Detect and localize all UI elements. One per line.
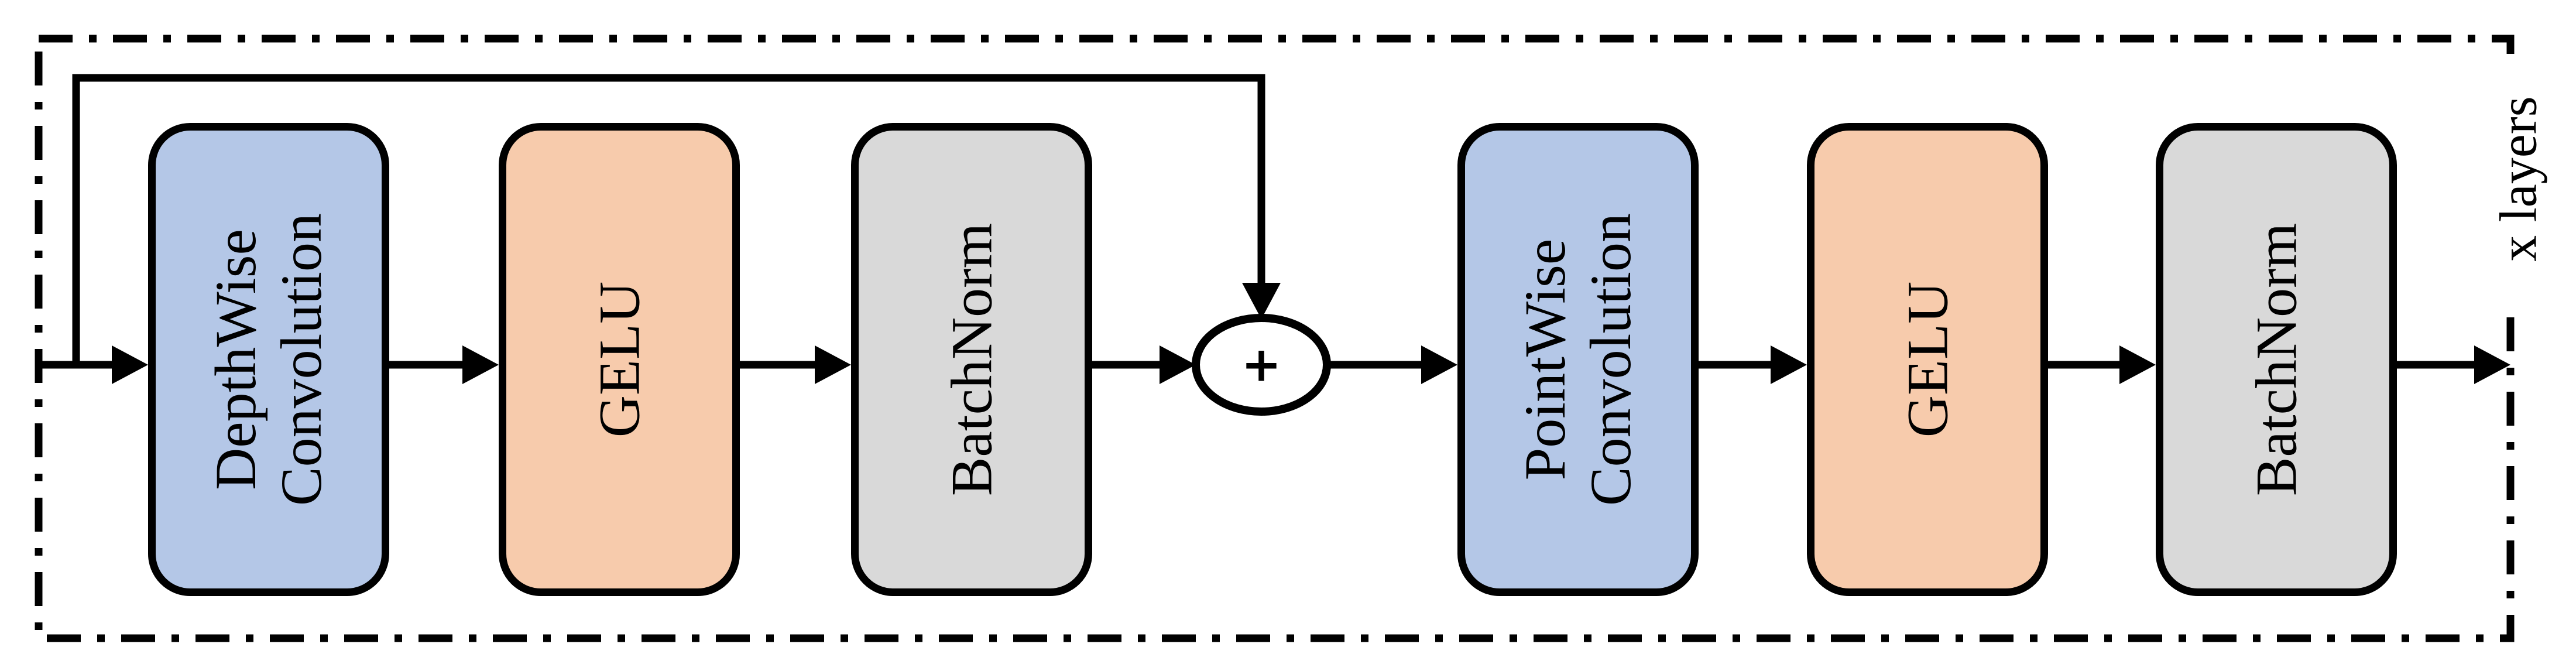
arrowhead-icon	[462, 345, 499, 384]
dashed-border	[35, 35, 2515, 642]
block-label: BatchNorm	[939, 223, 1004, 497]
arrow-add-to-pointwise	[1327, 345, 1457, 384]
block-label-line: BatchNorm	[939, 222, 1004, 497]
repeat-label-mask: x layers	[2479, 56, 2558, 302]
arrow-gelu-to-batchnorm	[740, 345, 851, 384]
block-label-line: DepthWise	[203, 229, 268, 490]
skip-arrowhead-icon	[1242, 283, 1281, 319]
arrowhead-icon	[1421, 345, 1457, 384]
block-batchnorm-1: BatchNorm	[851, 123, 1092, 596]
block-label-line: BatchNorm	[2244, 222, 2309, 497]
arrowhead-icon	[112, 345, 148, 384]
arrowhead-icon	[1160, 345, 1196, 384]
arrowhead-icon	[1771, 345, 1807, 384]
arrowhead-icon	[815, 345, 851, 384]
block-label: PointWise Convolution	[1512, 213, 1644, 506]
arrow-batchnorm-to-add	[1092, 345, 1196, 384]
arrowhead-icon	[2119, 345, 2156, 384]
block-depthwise-convolution: DepthWise Convolution	[148, 123, 389, 596]
arrow-pointwise-to-gelu	[1699, 345, 1807, 384]
block-gelu-2: GELU	[1807, 123, 2048, 596]
block-label-line: GELU	[1894, 281, 1960, 438]
skip-connection-line	[72, 74, 1281, 365]
repeat-label: x layers	[2489, 95, 2548, 262]
block-label-line: Convolution	[1578, 213, 1643, 506]
block-label: GELU	[586, 282, 652, 438]
block-pointwise-convolution: PointWise Convolution	[1457, 123, 1699, 596]
block-label: BatchNorm	[2244, 223, 2309, 497]
add-node-ellipse	[1192, 314, 1331, 416]
block-label-line: PointWise	[1512, 238, 1577, 481]
arrow-depthwise-to-gelu	[389, 345, 499, 384]
block-label: DepthWise Convolution	[203, 213, 334, 506]
arrow-output	[2397, 345, 2510, 384]
arrow-gelu2-to-batchnorm2	[2048, 345, 2156, 384]
block-label-line: GELU	[586, 281, 651, 438]
plus-icon: +	[1241, 337, 1282, 393]
arrowhead-icon	[2474, 345, 2510, 384]
add-node: +	[1192, 314, 1331, 416]
block-label: GELU	[1895, 282, 1960, 438]
block-batchnorm-2: BatchNorm	[2156, 123, 2397, 596]
block-label-line: Convolution	[269, 213, 334, 506]
block-gelu-1: GELU	[499, 123, 740, 596]
arrow-input	[39, 345, 148, 384]
